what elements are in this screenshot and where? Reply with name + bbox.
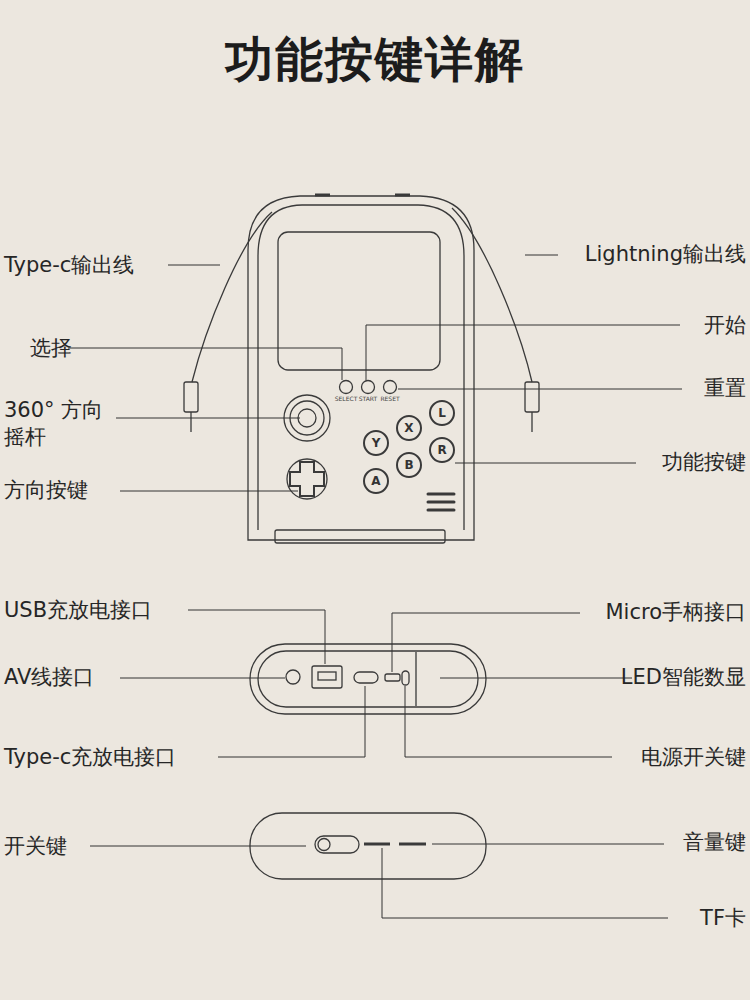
- callout-label: 方向按键: [4, 477, 88, 504]
- callout-label: Lightning输出线: [585, 241, 746, 268]
- callout-label: Micro手柄接口: [605, 599, 746, 626]
- button-caption: START: [359, 396, 378, 402]
- callout-label: 360° 方向摇杆: [4, 397, 114, 452]
- button-letter: A: [371, 475, 380, 487]
- button-caption: RESET: [380, 396, 399, 402]
- page-title: 功能按键详解: [225, 28, 525, 90]
- callout-label: Type-c充放电接口: [4, 744, 176, 771]
- button-caption: SELECT: [335, 396, 358, 402]
- callout-label: LED智能数显: [621, 664, 746, 691]
- callout-label: 电源开关键: [641, 744, 746, 771]
- button-letter: X: [404, 422, 413, 434]
- callout-label: 音量键: [683, 829, 746, 856]
- callout-label: 开始: [704, 312, 746, 339]
- callout-label: 选择: [30, 335, 72, 362]
- callout-label: 开关键: [4, 833, 67, 860]
- button-letter: L: [438, 407, 446, 419]
- callout-label: Type-c输出线: [4, 252, 134, 279]
- button-letter: Y: [372, 437, 381, 449]
- callout-label: 重置: [704, 375, 746, 402]
- callout-label: 功能按键: [662, 449, 746, 476]
- callout-label: USB充放电接口: [4, 597, 152, 624]
- callout-label: AV线接口: [4, 664, 94, 691]
- callout-label: TF卡: [700, 905, 746, 932]
- button-letter: R: [437, 444, 446, 456]
- button-letter: B: [404, 459, 413, 471]
